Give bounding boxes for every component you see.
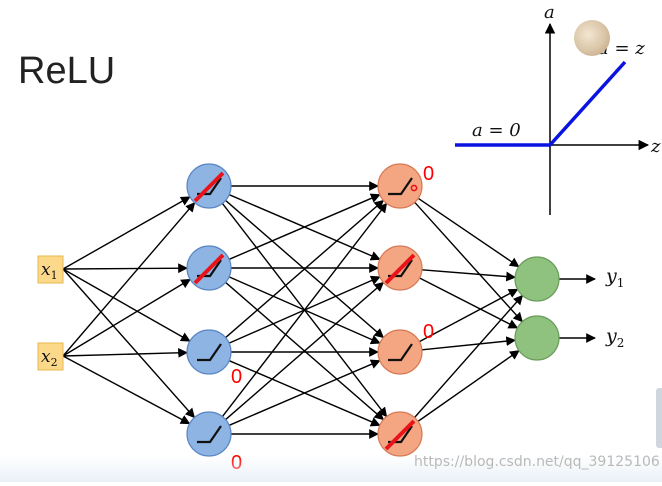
presenter-avatar xyxy=(574,20,610,56)
edge-h2o-1-2 xyxy=(414,201,523,323)
zero-dot-l2-1 xyxy=(410,184,418,192)
edge-in-1-2 xyxy=(62,263,188,274)
zero-label-l1-n3: 0 xyxy=(231,366,242,388)
edge-h12-3-1 xyxy=(225,199,385,339)
edge-h2o-2-1 xyxy=(421,269,517,282)
output-labels: y1 y2 xyxy=(605,265,624,350)
input-label-x2: x2 xyxy=(41,347,58,369)
edge-h12-4-1 xyxy=(221,202,388,417)
edge-in-2-2 xyxy=(62,278,191,357)
edge-h12-2-1 xyxy=(228,193,381,260)
edge-in-1-1 xyxy=(62,196,191,270)
axis-z-label: z xyxy=(650,136,661,157)
output-label-y1: y1 xyxy=(605,265,624,290)
slide-title: ReLU xyxy=(18,50,116,92)
output-neuron-2 xyxy=(514,315,560,361)
network-edges xyxy=(62,181,596,439)
bottom-bar xyxy=(0,456,662,482)
edge-h12-4-3 xyxy=(228,359,381,426)
output-label-y2: y2 xyxy=(605,325,624,350)
flat-label: a = 0 xyxy=(472,120,521,141)
slope-label: a = z xyxy=(598,38,645,59)
edge-h2o-4-2 xyxy=(417,350,520,422)
relu-glyph-l2-3 xyxy=(388,343,413,362)
relu-glyph-l1-4 xyxy=(197,425,222,444)
edge-h2o-3-2 xyxy=(421,336,517,351)
input-label-x1: x1 xyxy=(41,260,58,282)
relu-glyph-l2-1 xyxy=(388,177,413,196)
active-mark-l1-1 xyxy=(193,171,225,203)
layer1-neuron-4 xyxy=(186,411,232,457)
active-mark-l1-2 xyxy=(193,253,225,285)
axis-a-label: a xyxy=(544,2,555,23)
edge-h12-4-2 xyxy=(225,281,385,421)
layer2-neuron-1 xyxy=(377,163,423,209)
edge-in-1-4 xyxy=(62,268,196,419)
relu-curve xyxy=(455,60,627,147)
scroll-thumb[interactable] xyxy=(656,388,662,448)
layer1-neuron-3 xyxy=(186,329,232,375)
watermark-url: https://blog.csdn.net/qq_39125106 xyxy=(414,454,660,470)
layer2-neuron-3 xyxy=(377,329,423,375)
relu-glyph-l1-3 xyxy=(197,343,222,362)
output-neuron-1 xyxy=(514,256,560,302)
active-mark-l2-2 xyxy=(384,253,416,285)
edge-h2o-2-2 xyxy=(419,277,519,329)
relu-plot: a z a = 0 a = z xyxy=(455,2,661,215)
edge-h2o-1-1 xyxy=(417,197,520,268)
edge-h2o-3-1 xyxy=(419,288,519,343)
zero-label-l2-n3: 0 xyxy=(423,321,434,343)
edge-in-2-1 xyxy=(62,201,196,357)
edge-h2o-4-1 xyxy=(414,294,524,418)
edge-in-1-3 xyxy=(62,268,191,342)
edge-in-2-4 xyxy=(62,355,191,425)
input-labels: x1 x2 xyxy=(37,255,64,371)
input-box-x1 xyxy=(37,255,64,284)
network-nodes xyxy=(186,163,560,457)
zero-label-l2-n1: 0 xyxy=(423,163,434,185)
edge-in-2-3 xyxy=(62,347,188,358)
input-box-x2 xyxy=(37,342,64,371)
active-mark-l2-4 xyxy=(384,419,416,451)
